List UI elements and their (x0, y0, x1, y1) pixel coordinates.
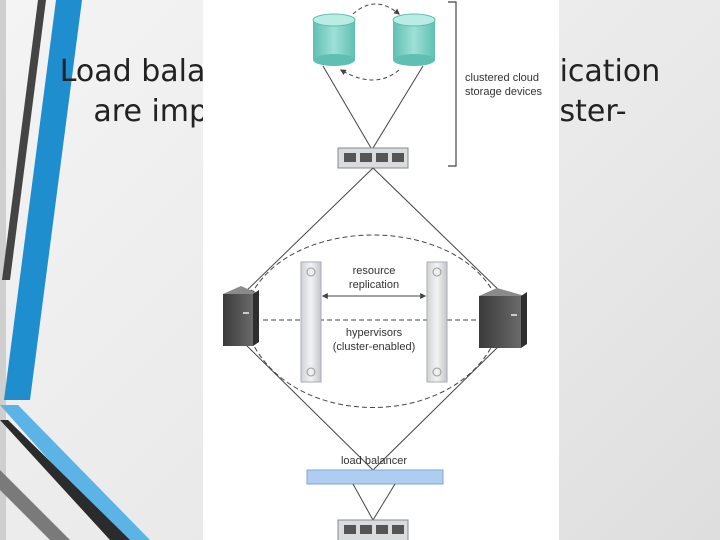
storage-device-left (312, 13, 356, 66)
load-balancer (306, 469, 444, 485)
hypervisors-label-line-1: hypervisors (346, 327, 403, 339)
replication-arc-bottom (250, 338, 496, 408)
network-switch-bottom (337, 519, 409, 540)
replication-label-line-1: resource (353, 265, 396, 277)
link-switch-to-right-server (372, 167, 506, 297)
link-storage-left (322, 65, 372, 149)
decor-stripe-blue-2 (0, 405, 150, 540)
link-lb-to-switch-left (352, 483, 374, 521)
replication-arc-top (250, 234, 496, 297)
load-balancer-label: load balancer (341, 455, 407, 467)
link-switch-to-left-server (240, 167, 374, 297)
link-right-server-to-lb (372, 339, 506, 471)
storage-device-right (392, 13, 436, 66)
network-switch-top (337, 147, 409, 169)
storage-bracket (448, 1, 457, 167)
hypervisor-pillar-right (426, 261, 448, 383)
link-storage-right (372, 65, 424, 149)
link-lb-to-switch-right (372, 483, 396, 521)
storage-sync-arrow-top (352, 3, 400, 15)
hypervisor-pillar-left (300, 261, 322, 383)
storage-label-line-1: clustered cloud (465, 72, 539, 84)
server-right (479, 288, 527, 348)
decor-stripe-grey (0, 470, 70, 540)
replication-label-line-2: replication (349, 279, 399, 291)
decor-stripe-dark-2 (0, 420, 130, 540)
server-left (223, 286, 259, 346)
link-left-server-to-lb (240, 339, 374, 471)
decor-stripe-blue-1 (4, 0, 82, 400)
cluster-diagram: clustered cloud storage devices (203, 0, 559, 540)
decor-stripe-dark (2, 0, 46, 280)
storage-label-line-2: storage devices (465, 86, 543, 98)
hypervisors-label-line-2: (cluster-enabled) (333, 341, 416, 353)
storage-sync-arrow-bottom (339, 69, 400, 81)
